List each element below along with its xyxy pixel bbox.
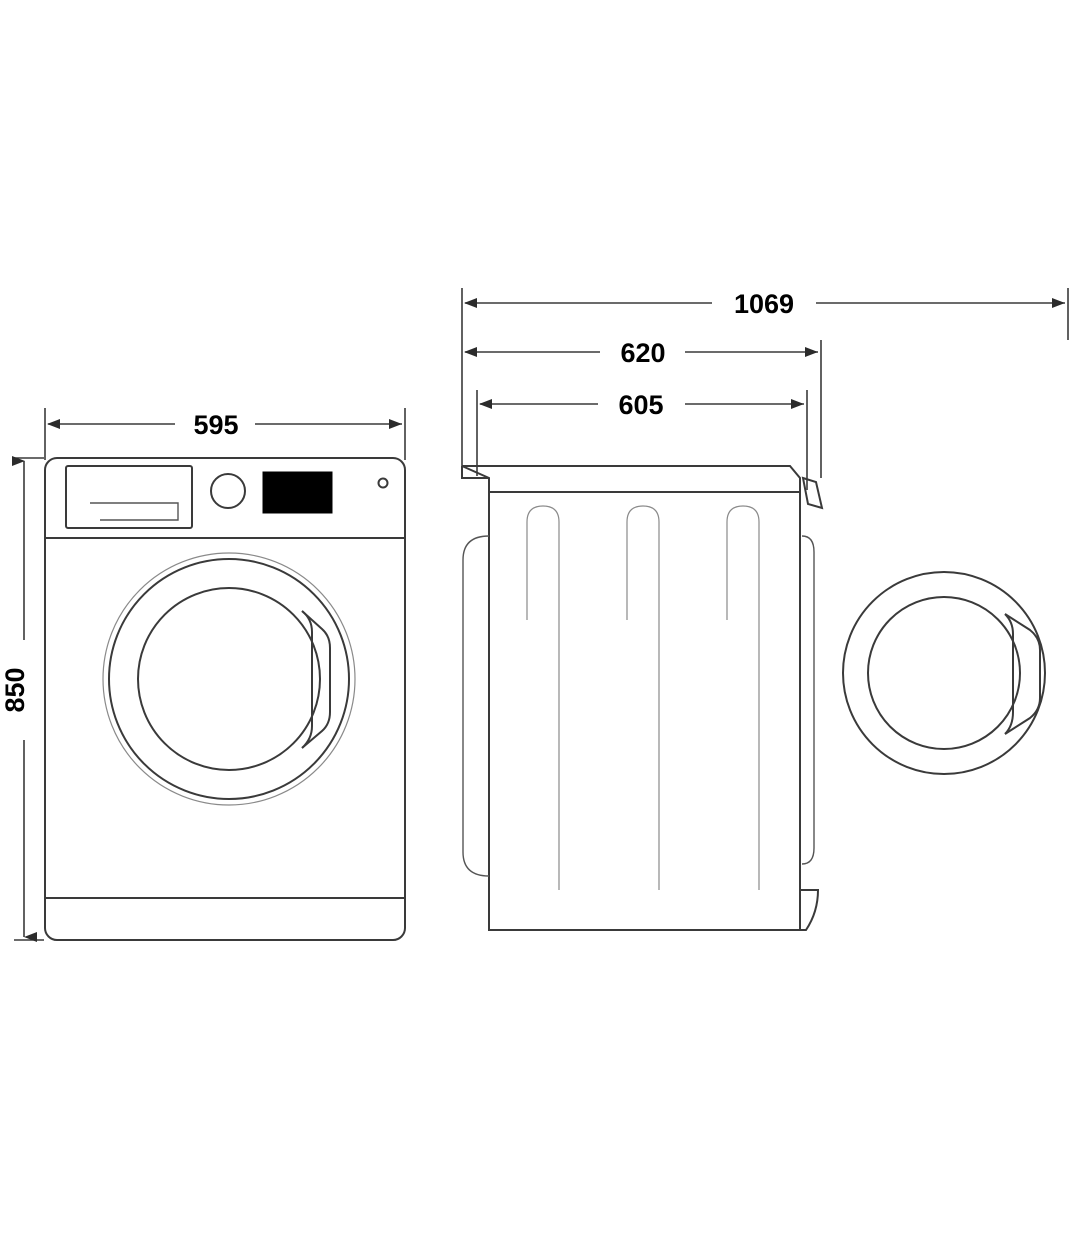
side-cabinet-outline xyxy=(488,491,801,931)
dimension-label-front-height: 850 xyxy=(0,667,30,712)
dimension-front-width: 595 xyxy=(44,408,406,460)
dimension-label-depth-door-open: 1069 xyxy=(734,289,794,319)
dimension-front-height: 850 xyxy=(0,456,44,942)
dimension-label-body-depth: 605 xyxy=(618,390,663,420)
dimension-label-depth-door-closed: 620 xyxy=(620,338,665,368)
dimension-label-front-width: 595 xyxy=(193,410,238,440)
dimension-body-depth: 605 xyxy=(476,390,808,490)
front-view xyxy=(44,457,406,941)
detergent-drawer-handle[interactable] xyxy=(90,502,179,521)
side-groove-1 xyxy=(526,505,560,890)
rear-foot xyxy=(799,889,820,931)
detergent-drawer[interactable] xyxy=(65,465,193,529)
side-view xyxy=(461,465,824,931)
display-panel[interactable] xyxy=(262,471,333,514)
door-glass-ring xyxy=(137,587,321,771)
open-door-handle-notch[interactable] xyxy=(1004,613,1041,735)
dimension-depth-door-open: 1069 xyxy=(461,288,1069,470)
side-groove-3 xyxy=(726,505,760,890)
door-outer-ring[interactable] xyxy=(108,558,350,800)
open-door-handle-inner xyxy=(1004,613,1014,735)
power-button[interactable] xyxy=(377,477,389,489)
side-groove-2 xyxy=(626,505,660,890)
open-door-outer-ring[interactable] xyxy=(842,571,1046,775)
open-door-view xyxy=(842,571,1046,775)
door-latch-tab[interactable] xyxy=(801,476,824,510)
program-selector-knob[interactable] xyxy=(210,473,246,509)
rear-panel xyxy=(462,535,490,877)
door-edge-strip xyxy=(801,535,815,865)
worktop xyxy=(461,465,801,493)
door-handle-notch[interactable] xyxy=(301,610,331,749)
door-outer-trim-ring xyxy=(102,552,356,806)
dimension-depth-door-closed: 620 xyxy=(464,338,822,478)
door-handle-inner xyxy=(301,610,313,749)
front-cabinet-outline xyxy=(44,457,406,941)
open-door-inner-ring xyxy=(867,596,1021,750)
